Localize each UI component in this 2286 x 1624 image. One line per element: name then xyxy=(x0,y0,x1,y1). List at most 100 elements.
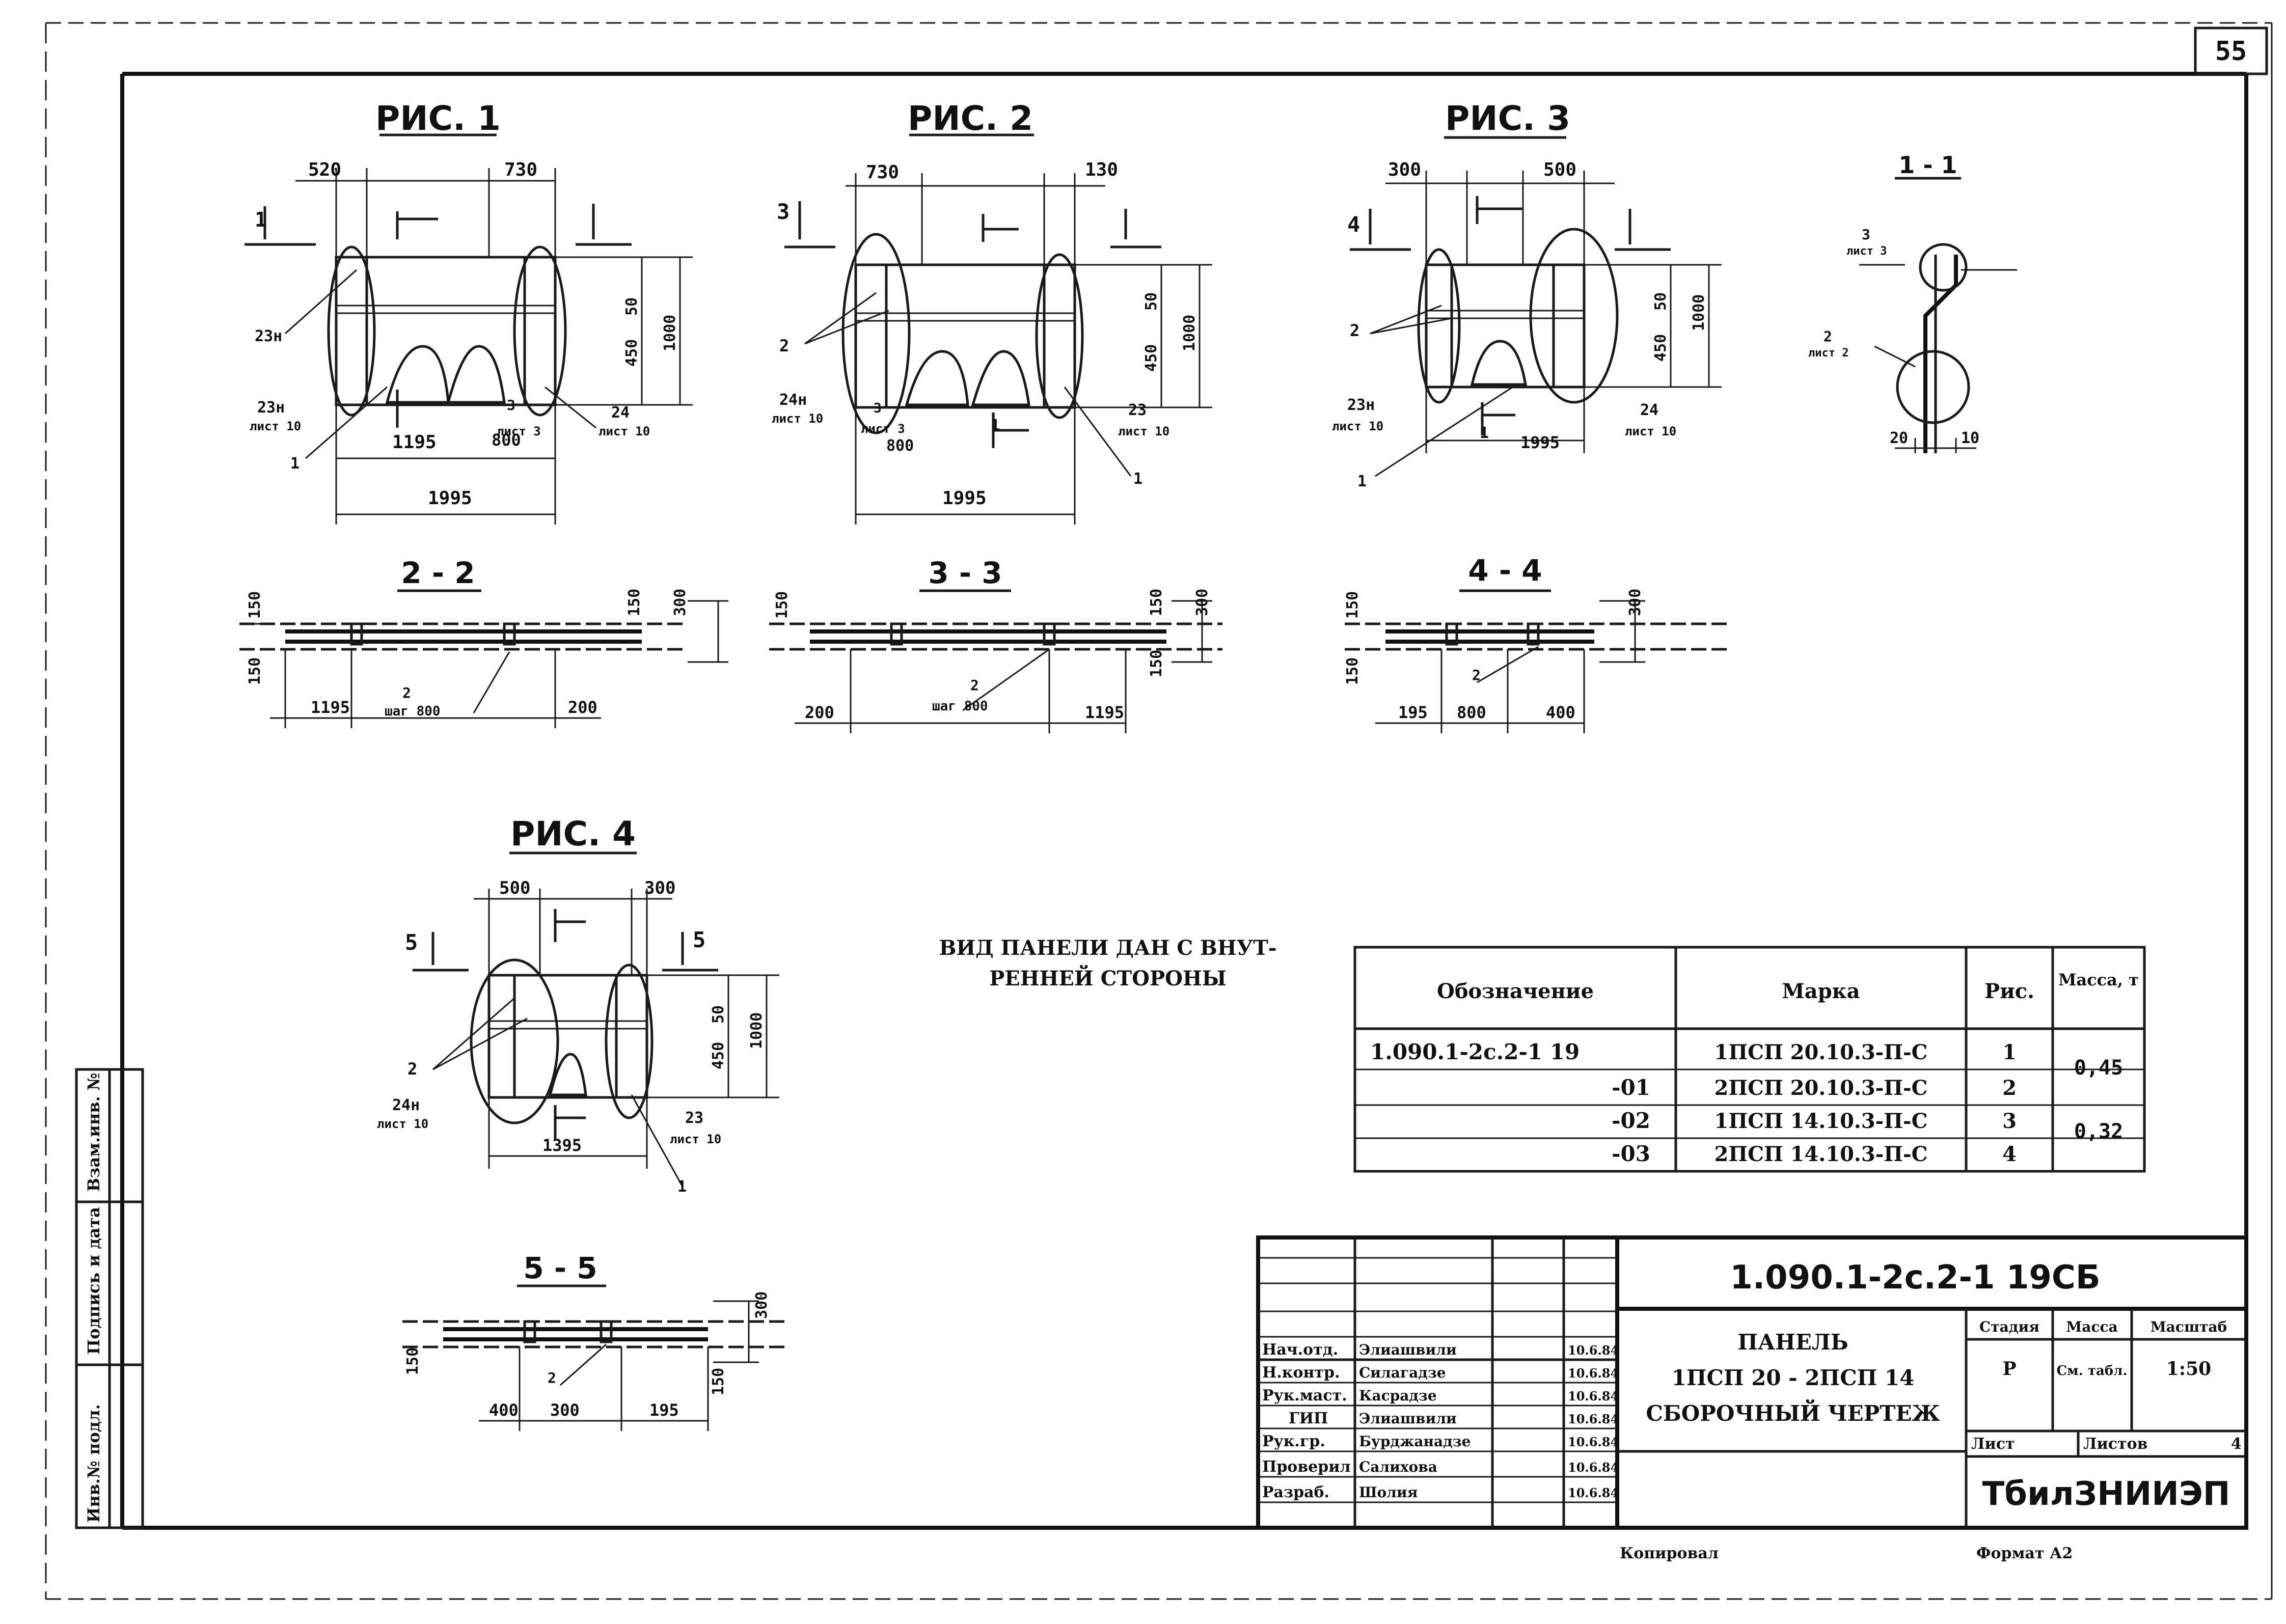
role-7: Разраб. xyxy=(1262,1483,1329,1501)
scale-label: Масштаб xyxy=(2151,1318,2227,1335)
fig4-ref-sheet10-right: лист 10 xyxy=(670,1132,721,1146)
figure-1: РИС. 1 520 730 1195 1995 800 45 xyxy=(244,99,693,525)
sheets-count: 4 xyxy=(2231,1435,2242,1453)
section-4-4-dim-150-bottom: 150 xyxy=(1344,657,1362,685)
fig3-dim-500: 500 xyxy=(1543,159,1576,180)
spec-table: Обозначение Марка Рис. Масса, т 1.090.1-… xyxy=(1353,946,2146,1173)
mass-value: См. табл. xyxy=(2056,1363,2127,1379)
fig1-ref-1: 1 xyxy=(255,208,267,232)
role-5: Рук.гр. xyxy=(1262,1433,1325,1450)
date-2: 10.6.84 xyxy=(1568,1366,1619,1381)
section-1-1-dim-20: 20 xyxy=(1890,429,1908,447)
section-2-2-ref-2: 2 xyxy=(402,684,411,701)
section-4-4-ref-2: 2 xyxy=(1472,667,1481,683)
title-line-2: 1ПСП 20 - 2ПСП 14 xyxy=(1672,1365,1915,1390)
spec-row1-mark: 1ПСП 20.10.3-П-С xyxy=(1715,1040,1928,1064)
fig1-ref-sheet3: лист 3 xyxy=(497,424,541,438)
section-5-5-ref-2: 2 xyxy=(548,1369,556,1386)
fig3-ref-sheet10-right: лист 10 xyxy=(1625,424,1676,438)
side-stamp: Взам.инв. № Подпись и дата Инв.№ подл. xyxy=(75,1068,144,1529)
page-number: 55 xyxy=(2215,36,2247,67)
spec-header-designation: Обозначение xyxy=(1437,979,1594,1003)
title-line-3: СБОРОЧНЫЙ ЧЕРТЕЖ xyxy=(1646,1399,1940,1426)
section-3-3-dim-200: 200 xyxy=(805,703,834,722)
fig1-ref-23n-label: 23н xyxy=(257,399,285,417)
fig3-ref-sheet10-left: лист 10 xyxy=(1332,419,1383,433)
fig4-dim-450: 450 xyxy=(710,1042,727,1069)
fig2-dim-50: 50 xyxy=(1142,292,1160,311)
date-1: 10.6.84 xyxy=(1568,1343,1619,1358)
sheets-label: Листов xyxy=(2083,1435,2148,1453)
figure-2-title: РИС. 2 xyxy=(908,99,1033,138)
fig3-dim-1000: 1000 xyxy=(1690,294,1708,331)
section-3-3-title: 3 - 3 xyxy=(928,556,1002,590)
stage-value: Р xyxy=(2002,1358,2016,1380)
spec-row4-mark: 2ПСП 14.10.3-П-С xyxy=(1715,1142,1928,1166)
side-stamp-replace: Взам.инв. № xyxy=(84,1072,103,1192)
spec-row2-mark: 2ПСП 20.10.3-П-С xyxy=(1715,1076,1928,1100)
fig1-dim-1000: 1000 xyxy=(661,315,679,351)
spec-row4-designation: -03 xyxy=(1612,1141,1650,1166)
fig3-ref-2: 2 xyxy=(1350,321,1359,340)
section-2-2-ref-step: шаг 800 xyxy=(385,704,441,719)
fig1-dim-800: 800 xyxy=(492,430,521,450)
fig3-ref-24: 24 xyxy=(1640,401,1658,419)
section-5-5: 5 - 5 150 400 300 195 300 150 2 xyxy=(402,1251,784,1431)
spec-row1-fig: 1 xyxy=(2002,1040,2017,1064)
fig1-dim-1995: 1995 xyxy=(428,488,472,509)
page-number-box: 55 xyxy=(2194,26,2268,75)
organization-name: ТбилЗНИИЭП xyxy=(1982,1475,2230,1513)
fig4-dim-300: 300 xyxy=(644,878,675,898)
section-5-5-dim-300-right: 300 xyxy=(753,1291,771,1319)
section-4-4: 4 - 4 150 150 195 800 400 300 2 xyxy=(1344,553,1732,733)
date-4: 10.6.84 xyxy=(1568,1412,1619,1426)
figure-1-title: РИС. 1 xyxy=(375,99,501,138)
title-block: Нач.отд. Элиашвили 10.6.84 Н.контр. Сила… xyxy=(1256,1235,2248,1530)
fig2-dim-730: 730 xyxy=(866,162,899,183)
section-3-3-dim-150-left: 150 xyxy=(773,591,791,619)
fig2-ref-sheet10-left: лист 10 xyxy=(772,411,823,426)
date-6: 10.6.84 xyxy=(1568,1460,1619,1475)
fig2-ref-24n: 24н xyxy=(779,391,807,409)
spec-header-fig: Рис. xyxy=(1984,979,2034,1003)
fig2-ref-3: 3 xyxy=(777,199,790,224)
section-2-2-dim-150-top: 150 xyxy=(246,591,264,619)
note-line-2: РЕННЕЙ СТОРОНЫ xyxy=(989,965,1227,990)
document-code: 1.090.1-2с.2-1 19СБ xyxy=(1730,1259,2100,1297)
fig2-dim-800: 800 xyxy=(886,437,914,455)
fig3-dim-1995: 1995 xyxy=(1520,433,1560,452)
fig2-ref-sheet3: лист 3 xyxy=(861,422,905,436)
name-3: Касрадзе xyxy=(1359,1387,1437,1404)
name-5: Бурджанадзе xyxy=(1359,1433,1471,1450)
fig3-ref-1b: 1 xyxy=(1357,473,1367,490)
fig1-ref-24: 24 xyxy=(611,404,630,422)
fig1-dim-520: 520 xyxy=(308,159,341,180)
fig2-ref-1: 1 xyxy=(991,417,1000,434)
figure-3-title: РИС. 3 xyxy=(1445,99,1570,138)
role-3: Рук.маст. xyxy=(1262,1387,1347,1405)
section-2-2-title: 2 - 2 xyxy=(401,556,475,590)
fig4-dim-1395: 1395 xyxy=(542,1136,582,1155)
figure-3: РИС. 3 300 500 1995 450 1000 50 xyxy=(1332,99,1722,490)
section-5-5-dim-150-right: 150 xyxy=(710,1368,727,1395)
note-line-1: ВИД ПАНЕЛИ ДАН С ВНУТ- xyxy=(939,936,1277,960)
section-1-1-ref-sheet2: лист 2 xyxy=(1808,347,1848,360)
section-1-1: 1 - 1 3 лист 3 2 лист 2 20 10 xyxy=(1808,151,2017,453)
drawing-note: ВИД ПАНЕЛИ ДАН С ВНУТ- РЕННЕЙ СТОРОНЫ xyxy=(939,936,1277,990)
fig2-ref-3b: 3 xyxy=(874,401,882,416)
section-2-2-dim-1195: 1195 xyxy=(311,698,350,717)
fig2-ref-23: 23 xyxy=(1128,401,1147,419)
section-3-3-dim-1195: 1195 xyxy=(1085,703,1124,722)
section-1-1-ref-3: 3 xyxy=(1862,226,1870,243)
section-3-3-dim-300: 300 xyxy=(1193,589,1211,616)
fig4-dim-500: 500 xyxy=(499,878,530,898)
fig1-dim-730: 730 xyxy=(504,159,537,180)
title-line-1: ПАНЕЛЬ xyxy=(1737,1330,1848,1355)
fig1-dim-50: 50 xyxy=(623,297,641,316)
fig1-ref-sheet10-left: лист 10 xyxy=(250,419,301,433)
section-3-3: 3 - 3 150 200 1195 150 300 150 2 шаг 800 xyxy=(769,556,1222,733)
fig4-ref-5-right: 5 xyxy=(693,927,705,952)
role-6: Проверил xyxy=(1262,1458,1351,1476)
section-4-4-title: 4 - 4 xyxy=(1468,553,1542,588)
